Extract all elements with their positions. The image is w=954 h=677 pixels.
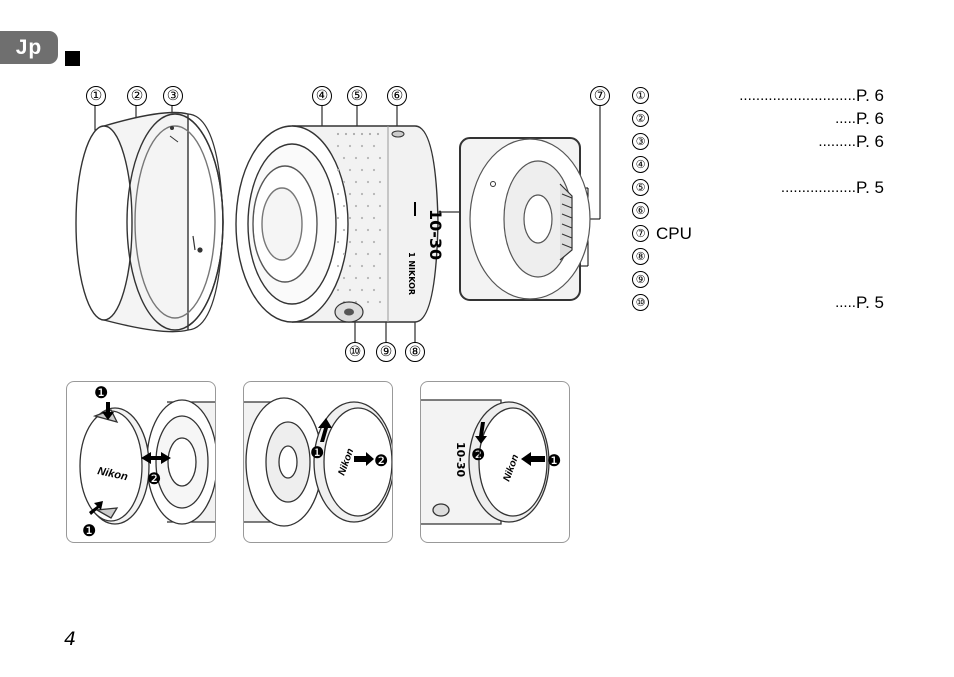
page-reference: P. 6: [855, 85, 884, 105]
leader-dots: .....: [835, 294, 856, 311]
parts-list: ① ............................P. 6 ② ...…: [632, 84, 884, 314]
page-number: 4: [64, 628, 77, 650]
list-item: ② .....P. 6: [632, 107, 884, 130]
page-reference: P. 6: [855, 108, 884, 128]
callout-1: ①: [86, 86, 106, 106]
list-item: ⑩ .....P. 5: [632, 291, 884, 314]
step-panel-lens-cap: Nikon ❶ ❶ ❷: [66, 381, 216, 543]
callout-3: ③: [163, 86, 183, 106]
part-number: ①: [632, 87, 649, 104]
list-item: ⑨: [632, 268, 884, 291]
part-number: ⑥: [632, 202, 649, 219]
step-two-marker: ❷: [374, 451, 388, 470]
brand-ring-label: 1 NIKKOR: [407, 252, 416, 295]
callout-8: ⑧: [405, 342, 425, 362]
part-number: ⑨: [632, 271, 649, 288]
leader-dots: ..................: [780, 179, 856, 196]
step-two-marker: ❷: [471, 445, 485, 464]
part-number: ⑩: [632, 294, 649, 311]
leader-dots: .....: [835, 110, 856, 127]
step-two-marker: ❷: [147, 469, 161, 488]
page-reference: P. 5: [855, 177, 884, 197]
step-panel-rear-cap: Nikon ❶ ❷: [243, 381, 393, 543]
page-reference: P. 6: [855, 131, 884, 151]
lens-parts-illustration: 10-30 1 NIKKOR: [75, 104, 601, 342]
focal-range-label: 10-30: [454, 442, 467, 478]
list-item: ① ............................P. 6: [632, 84, 884, 107]
callout-2: ②: [127, 86, 147, 106]
callout-5: ⑤: [347, 86, 367, 106]
step-one-marker: ❶: [310, 443, 324, 462]
step-panel-attach-cap: 10-30 Nikon ❶ ❷: [420, 381, 570, 543]
part-number: ④: [632, 156, 649, 173]
list-item: ⑦ CPU: [632, 222, 884, 245]
page-reference: P. 5: [855, 292, 884, 312]
part-label: CPU: [656, 223, 692, 243]
list-item: ③ .........P. 6: [632, 130, 884, 153]
leader-dots: .........: [818, 133, 856, 150]
step-one-marker: ❶: [94, 383, 108, 402]
step-one-marker: ❶: [547, 451, 561, 470]
focal-range-label: 10-30: [426, 209, 445, 260]
part-number: ②: [632, 110, 649, 127]
part-number: ⑧: [632, 248, 649, 265]
list-item: ⑧: [632, 245, 884, 268]
list-item: ④: [632, 153, 884, 176]
callout-10: ⑩: [345, 342, 365, 362]
callout-9: ⑨: [376, 342, 396, 362]
part-number: ③: [632, 133, 649, 150]
part-number: ⑤: [632, 179, 649, 196]
heading-marker: [65, 51, 80, 66]
list-item: ⑤ ..................P. 5: [632, 176, 884, 199]
step-one-marker: ❶: [82, 521, 96, 540]
callout-7: ⑦: [590, 86, 610, 106]
language-tab: Jp: [0, 31, 58, 64]
callout-6: ⑥: [387, 86, 407, 106]
callout-4: ④: [312, 86, 332, 106]
leader-dots: ............................: [739, 87, 856, 104]
list-item: ⑥: [632, 199, 884, 222]
part-number: ⑦: [632, 225, 649, 242]
